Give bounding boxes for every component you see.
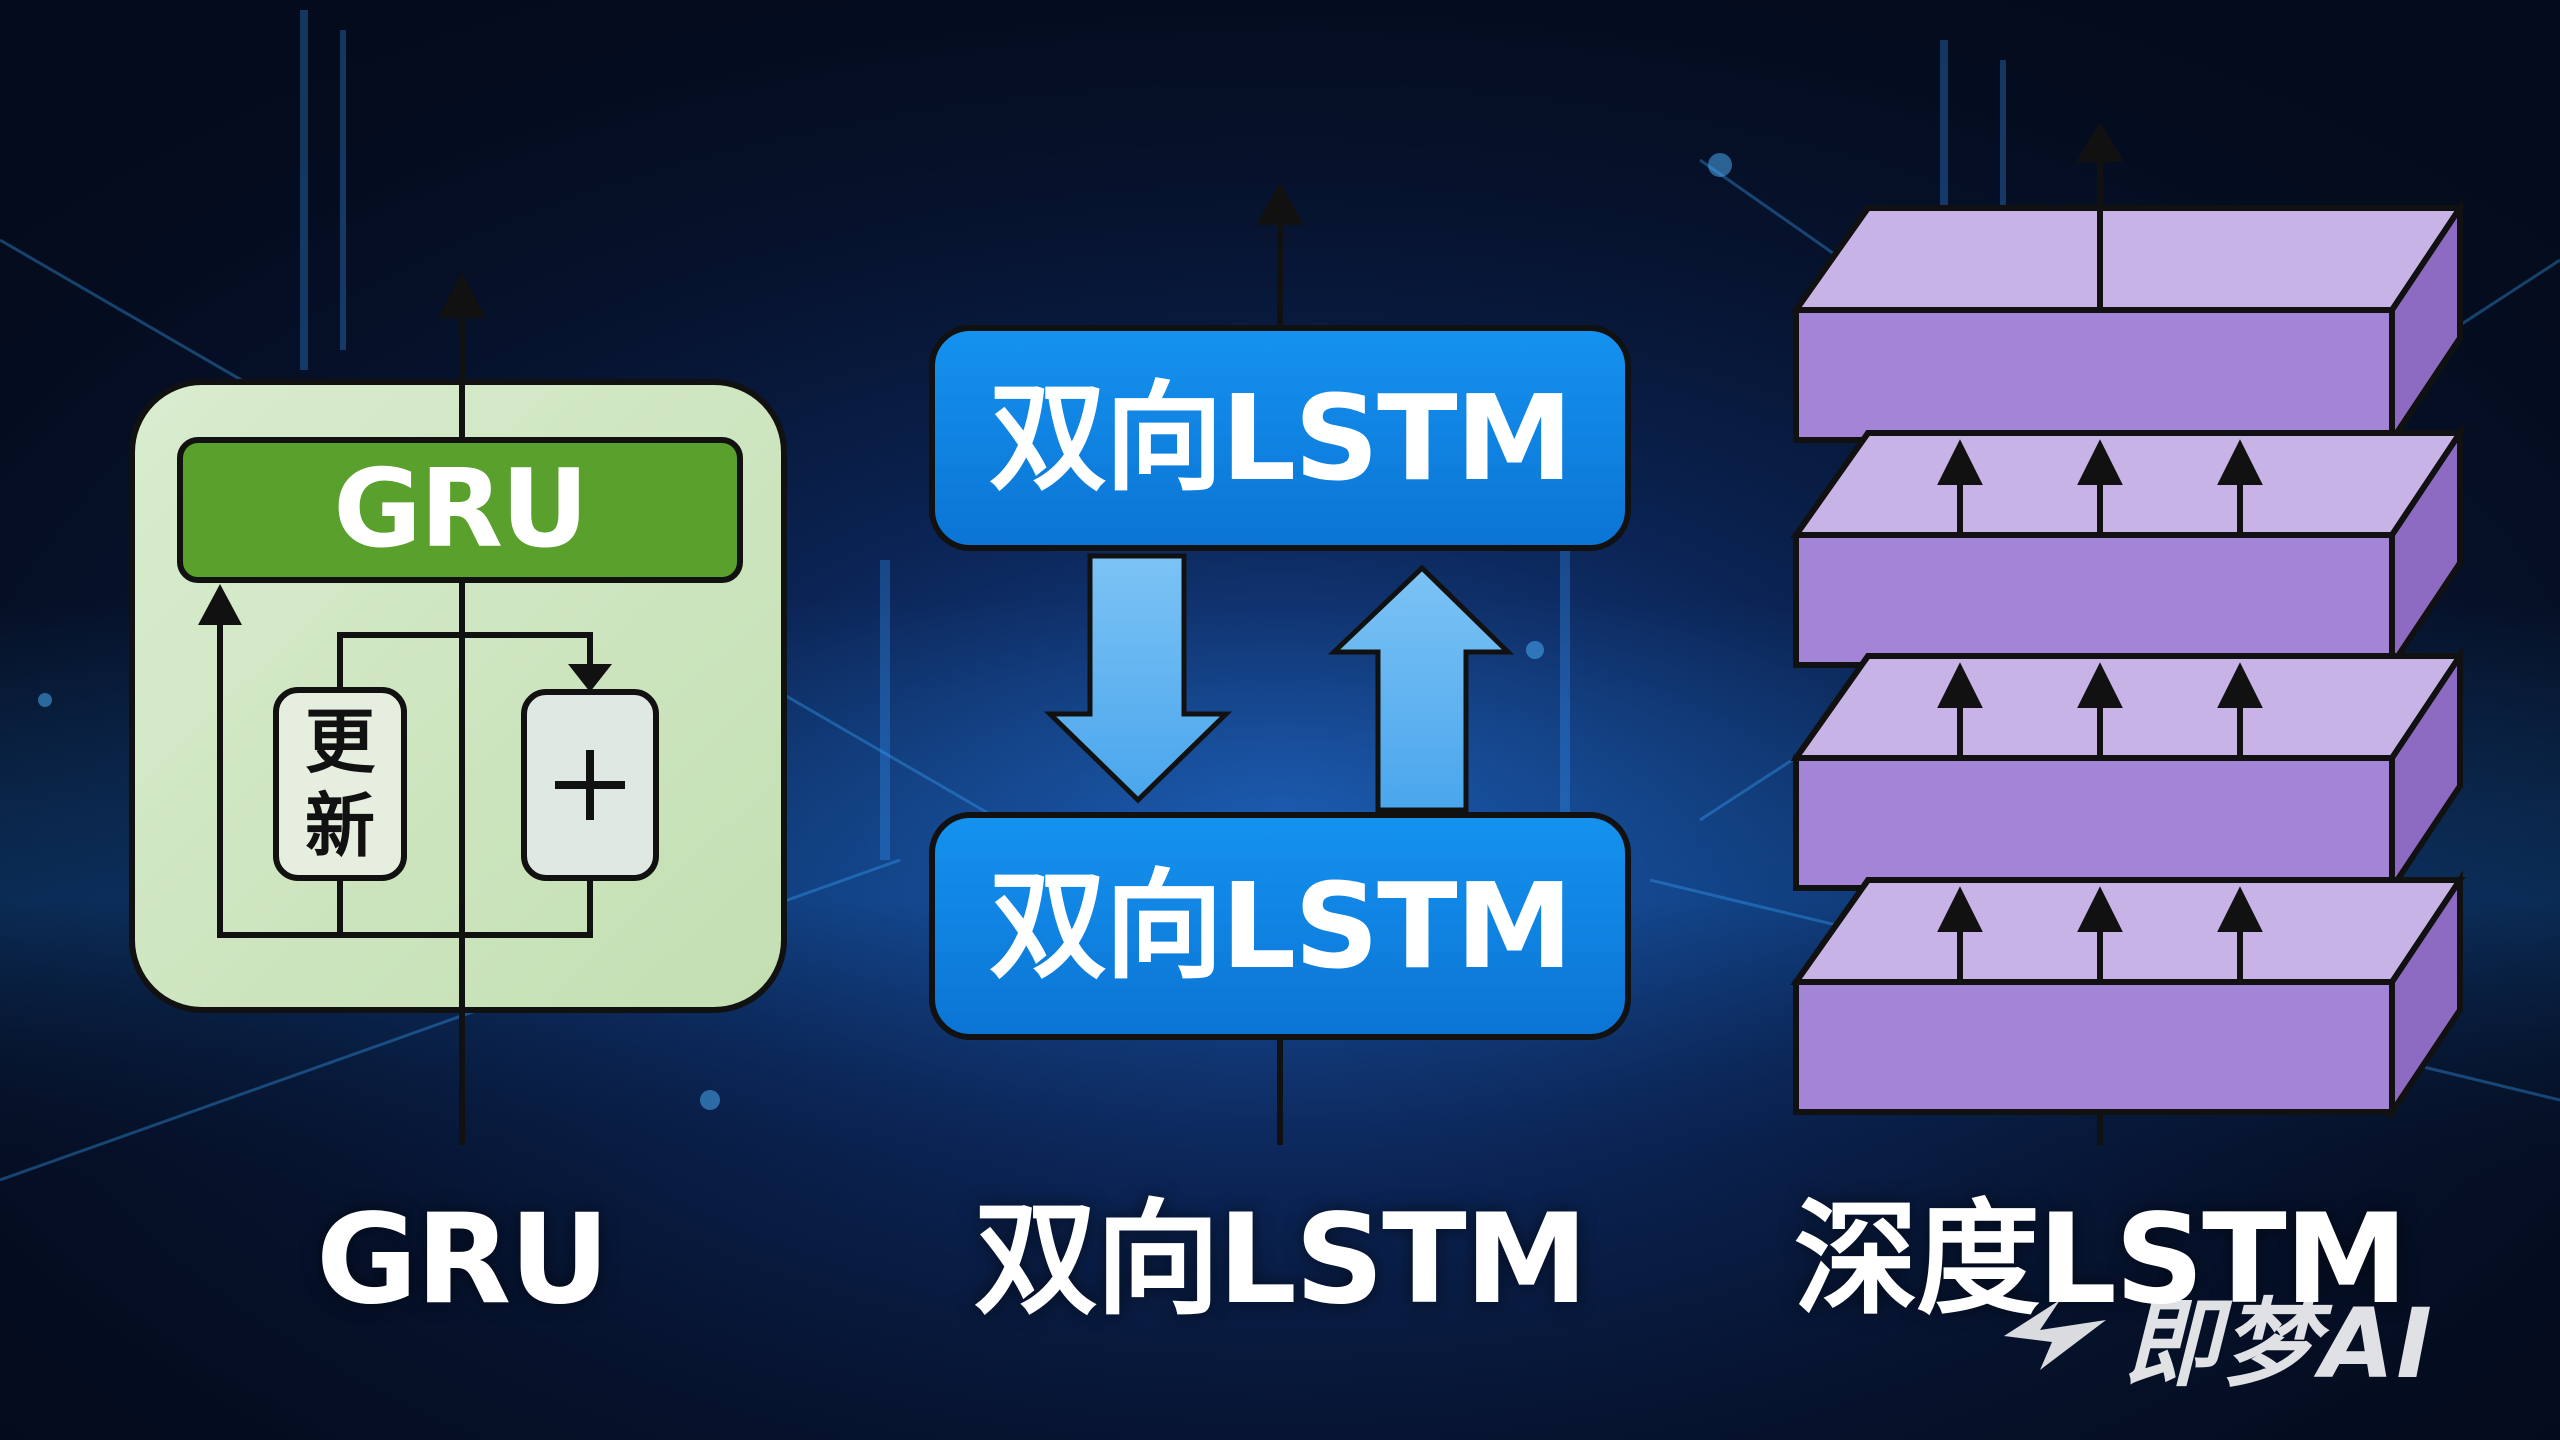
deep-layer: [1790, 423, 2466, 675]
watermark-text: 即梦AI: [2124, 1287, 2435, 1400]
bilstm-top-box: [929, 325, 1631, 551]
watermark-logo-icon: [2004, 1300, 2106, 1370]
watermark: 即梦AI: [2000, 1270, 2540, 1400]
deep-layer: [1790, 646, 2466, 898]
bilstm-up-arrow: [1327, 564, 1515, 813]
gru-update-gate-label: 更新: [305, 701, 375, 867]
gru-update-gate-box: [273, 687, 407, 881]
deep-lstm-caption: 深度LSTM: [1793, 1188, 2408, 1332]
gru-caption: GRU: [316, 1188, 610, 1332]
gru-branch-to-add: [462, 632, 593, 670]
deep-layer: [1790, 198, 2466, 450]
bilstm-caption: 双向LSTM: [973, 1188, 1588, 1332]
deep-inter-layer-arrows: [1937, 439, 2263, 982]
deep-lstm-panel: [1790, 122, 2466, 1145]
bilstm-down-arrow: [1043, 553, 1233, 804]
gru-header-label: GRU: [333, 447, 589, 572]
bilstm-top-box-label: 双向LSTM: [988, 369, 1573, 507]
gru-output-arrowhead: [438, 272, 486, 318]
bilstm-panel: [929, 182, 1631, 1145]
gru-panel: [129, 272, 787, 1145]
bilstm-bottom-box-label: 双向LSTM: [988, 857, 1573, 995]
deep-layer: [1790, 870, 2466, 1122]
bilstm-bottom-box: [929, 812, 1631, 1040]
gru-left-loop: [217, 612, 462, 938]
